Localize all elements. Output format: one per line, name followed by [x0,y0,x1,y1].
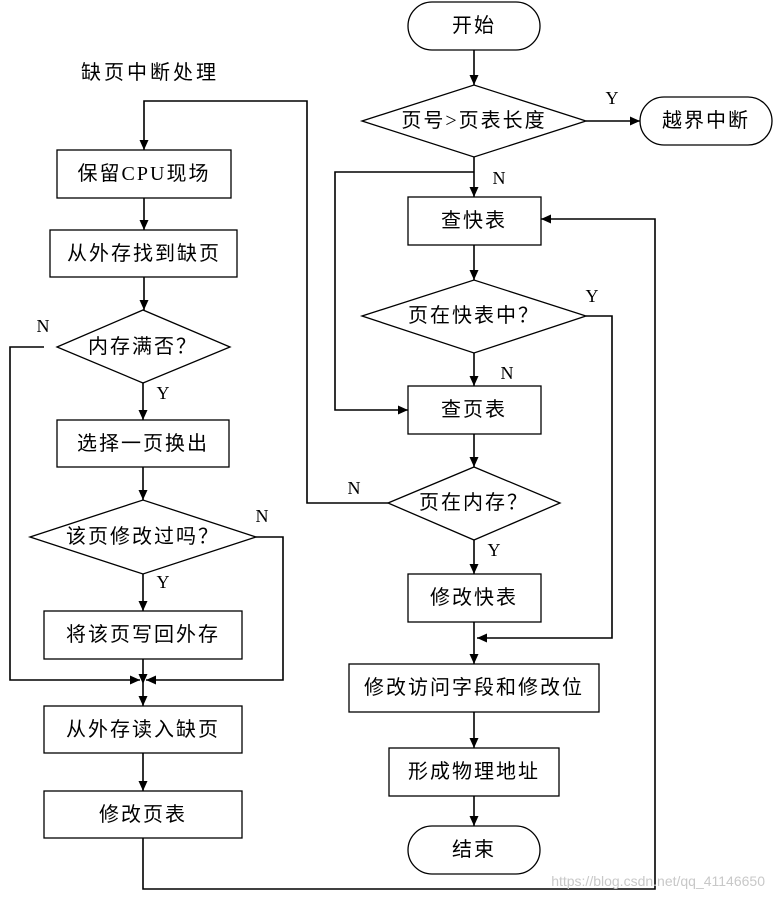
memory-full-decision: 内存满否？ [55,309,232,384]
check-tlb-label: 查快表 [441,209,507,232]
form-address-box [388,747,560,797]
edge-label-page-modified-no: N [256,506,269,526]
find-page-label: 从外存找到缺页 [67,242,221,265]
end-label: 结束 [452,838,496,861]
in-tlb-decision: 页在快表中？ [359,279,589,354]
edge-label-in-tlb-no: N [501,363,514,383]
read-page-label: 从外存读入缺页 [66,718,220,741]
memory-full-diamond [55,309,232,384]
in-memory-diamond [386,466,562,541]
save-cpu-process: 保留CPU现场 [56,149,232,199]
page-fault-title: 缺页中断处理 [81,61,219,84]
form-address-process: 形成物理地址 [388,747,560,797]
check-page-table-process: 查页表 [407,385,542,435]
save-cpu-box [56,149,232,199]
memory-full-label: 内存满否？ [88,335,198,358]
write-back-label: 将该页写回外存 [66,623,220,646]
edge-label-in-memory-no: N [348,478,361,498]
update-page-table-box [43,790,243,839]
edge-label-in-memory-yes: Y [488,540,501,560]
update-bits-process: 修改访问字段和修改位 [348,663,600,713]
end-terminal: 结束 [407,825,541,875]
edge-label-memory-full-yes: Y [157,383,170,403]
edge-label-memory-full-no: N [37,316,50,336]
connector-memory-full-no-to-junction [9,346,140,685]
edge-label-in-tlb-yes: Y [586,286,599,306]
select-page-label: 选择一页换出 [77,432,209,455]
out-of-bounds-terminal: 越界中断 [639,96,773,146]
start-label: 开始 [452,14,496,37]
page-length-decision: 页号>页表长度 [359,84,589,158]
save-cpu-label: 保留CPU现场 [78,162,211,185]
update-page-table-label: 修改页表 [99,803,187,826]
in-memory-decision: 页在内存？ [386,466,562,541]
select-page-process: 选择一页换出 [56,419,230,468]
find-page-process: 从外存找到缺页 [49,229,238,278]
check-page-table-label: 查页表 [441,398,507,421]
in-tlb-label: 页在快表中？ [408,304,540,327]
check-tlb-process: 查快表 [407,196,542,246]
connector-page-modified-no-to-junction [146,536,284,685]
update-bits-label: 修改访问字段和修改位 [364,676,584,699]
out-of-bounds-label: 越界中断 [662,109,750,132]
form-address-label: 形成物理地址 [408,760,540,783]
edge-label-page-length-yes: Y [606,88,619,108]
read-page-process: 从外存读入缺页 [43,705,243,754]
update-tlb-label: 修改快表 [430,586,518,609]
connector-in-tlb-yes-to-update-bits [477,315,613,643]
connector-page-table-to-check-tlb [142,214,656,890]
write-back-process: 将该页写回外存 [43,610,243,660]
in-memory-label: 页在内存？ [419,491,529,514]
update-tlb-process: 修改快表 [407,573,542,623]
start-terminal: 开始 [407,1,541,51]
select-page-box [56,419,230,468]
connector-in-memory-no-to-page-fault [139,100,388,504]
page-modified-label: 该页修改过吗？ [66,525,220,548]
watermark-text: https://blog.csdn.net/qq_41146650 [551,873,765,889]
edge-label-page-modified-yes: Y [157,572,170,592]
connector-bypass-to-check-page-table [334,171,474,415]
find-page-box [49,229,238,278]
update-page-table-process: 修改页表 [43,790,243,839]
page-length-label: 页号>页表长度 [401,109,546,132]
edge-label-page-length-no: N [493,168,506,188]
